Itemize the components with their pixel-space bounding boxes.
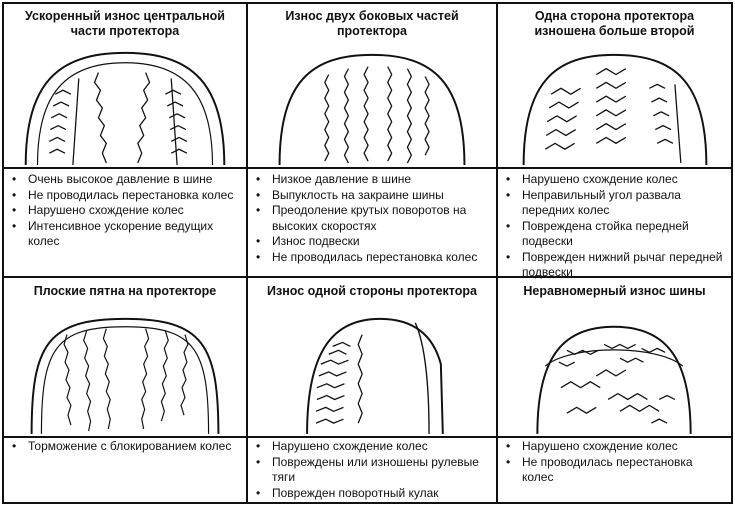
cause-item: Выпуклость на закраине шины bbox=[248, 188, 496, 204]
panel-title: Износ одной стороны протектора bbox=[267, 284, 477, 298]
tire-drawing bbox=[30, 317, 220, 434]
cause-item: Неправильный угол развала передних колес bbox=[498, 188, 731, 219]
tire-center-wear-illustration bbox=[8, 44, 242, 167]
panel-one-side-more-wear: Одна сторона протектора изношена больше … bbox=[496, 2, 733, 281]
cause-item: Не проводилась перестановка колес bbox=[248, 250, 496, 266]
causes-list: Торможение с блокированием колес bbox=[4, 439, 246, 455]
divider bbox=[248, 167, 496, 169]
panel-side-wear: Износ двух боковых частей протектора Низ… bbox=[246, 2, 498, 278]
panel-title: Ускоренный износ центральной части проте… bbox=[25, 9, 225, 38]
tire-drawing bbox=[522, 53, 708, 165]
cause-item: Преодоление крутых поворотов на высоких … bbox=[248, 203, 496, 234]
cause-item: Не проводилась перестановка колес bbox=[498, 455, 731, 486]
cause-item: Повреждена стойка передней подвески bbox=[498, 219, 731, 250]
divider bbox=[4, 436, 246, 438]
causes-list: Нарушено схождение колес Повреждены или … bbox=[248, 439, 496, 501]
causes-list: Очень высокое давление в шине Не проводи… bbox=[4, 172, 246, 250]
panel-flat-spots: Плоские пятна на протекторе Торможение с… bbox=[2, 276, 248, 504]
causes-list: Нарушено схождение колес Не проводилась … bbox=[498, 439, 731, 486]
cause-item: Очень высокое давление в шине bbox=[4, 172, 246, 188]
cause-item: Нарушено схождение колес bbox=[498, 172, 731, 188]
panel-title: Износ двух боковых частей протектора bbox=[285, 9, 459, 38]
tire-uneven-wear-illustration bbox=[502, 304, 727, 436]
cause-item: Интенсивное ускорение ведущих колес bbox=[4, 219, 246, 250]
cause-item: Повреждены или изношены рулевые тяги bbox=[248, 455, 496, 486]
panel-title: Плоские пятна на протекторе bbox=[33, 284, 217, 298]
causes-list: Низкое давление в шине Выпуклость на зак… bbox=[248, 172, 496, 265]
divider bbox=[498, 167, 731, 169]
cause-item: Торможение с блокированием колес bbox=[4, 439, 246, 455]
tire-drawing bbox=[536, 325, 692, 434]
divider bbox=[248, 436, 496, 438]
tire-flat-spots-illustration bbox=[8, 304, 242, 436]
tire-drawing bbox=[278, 53, 466, 166]
tire-drawing bbox=[306, 317, 444, 434]
tire-drawing bbox=[24, 51, 226, 166]
panel-title: Одна сторона протектора изношена больше … bbox=[534, 9, 695, 38]
cause-item: Не проводилась перестановка колес bbox=[4, 188, 246, 204]
tire-one-side-illustration bbox=[502, 44, 727, 167]
cause-item: Нарушено схождение колес bbox=[498, 439, 731, 455]
panel-center-wear: Ускоренный износ центральной части проте… bbox=[2, 2, 248, 278]
cause-item: Нарушено схождение колес bbox=[248, 439, 496, 455]
panel-one-side-wear: Износ одной стороны протектора Нарушено … bbox=[246, 276, 498, 504]
cause-item: Нарушено схождение колес bbox=[4, 203, 246, 219]
cause-item: Поврежден нижний рычаг передней подвески bbox=[498, 250, 731, 281]
divider bbox=[498, 436, 731, 438]
cause-item: Износ подвески bbox=[248, 234, 496, 250]
panel-title: Неравномерный износ шины bbox=[523, 284, 706, 298]
cause-item: Поврежден поворотный кулак bbox=[248, 486, 496, 502]
causes-list: Нарушено схождение колес Неправильный уг… bbox=[498, 172, 731, 281]
tire-side-wear-illustration bbox=[252, 44, 492, 167]
panel-uneven-wear: Неравномерный износ шины Нарушено схожде… bbox=[496, 276, 733, 504]
cause-item: Низкое давление в шине bbox=[248, 172, 496, 188]
divider bbox=[4, 167, 246, 169]
tire-one-side-wear-illustration bbox=[252, 304, 492, 436]
